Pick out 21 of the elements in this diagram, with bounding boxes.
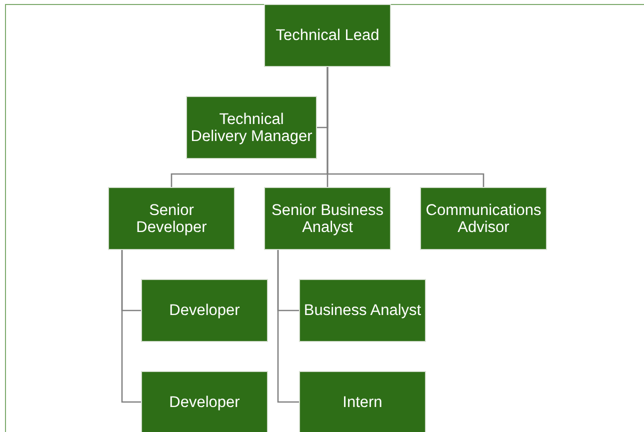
role-box (299, 279, 426, 342)
connector-line (277, 250, 299, 403)
role-box (420, 187, 547, 250)
role-box (141, 279, 268, 342)
connector-line (121, 250, 141, 403)
role-title: Communications Advisor (424, 202, 542, 236)
role-box (264, 187, 391, 250)
role-title: Developer (169, 302, 240, 319)
role-box (108, 187, 235, 250)
role-title: Developer (169, 394, 240, 410)
role-box (141, 371, 268, 432)
role-title: Business Analyst (304, 302, 422, 319)
role-box (186, 96, 317, 159)
role-title: Senior Business Analyst (270, 202, 384, 236)
role-box (299, 371, 426, 432)
role-box (264, 4, 391, 67)
role-title: Senior Developer (135, 202, 208, 236)
role-title: Intern (342, 394, 382, 410)
role-title: Technical Lead (276, 27, 380, 44)
role-title: Technical Delivery Manager (190, 110, 313, 144)
connector-line (326, 67, 484, 187)
